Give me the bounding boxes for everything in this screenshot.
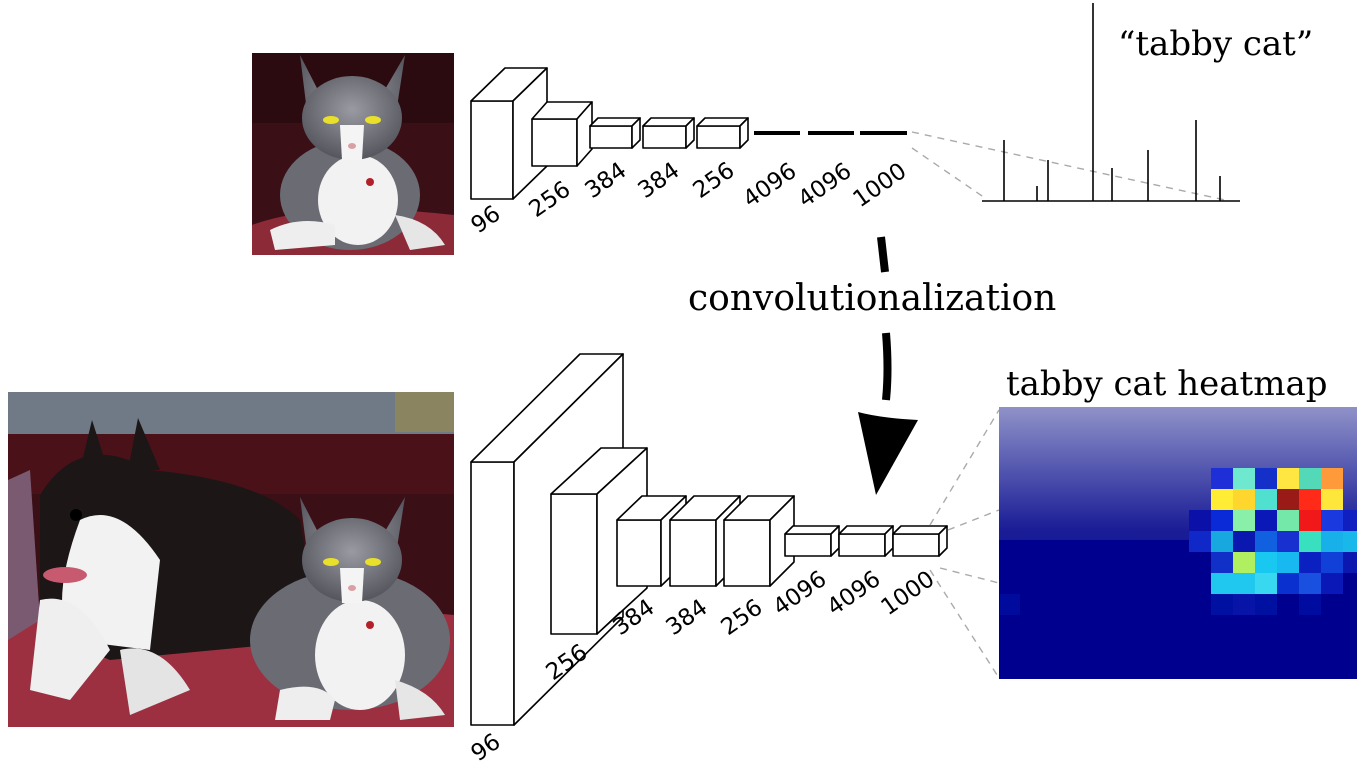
bottom-layer-label: 1000 <box>877 566 940 621</box>
bottom-layer-6-box <box>784 525 840 557</box>
tabby-cat-heatmap: tabby cat heatmap <box>999 364 1357 679</box>
top-layer-label: 384 <box>634 157 685 203</box>
top-layer-4-box <box>642 117 695 149</box>
convolutionalization-label: convolutionalization <box>688 278 1056 319</box>
top-network: 96 256 384 384 256 4096 4096 1000 <box>467 67 1226 239</box>
top-layer-label: 384 <box>581 157 632 203</box>
bottom-network: 96 256 384 384 256 4096 4096 1000 <box>467 353 1000 767</box>
heatmap-cells <box>1000 468 1357 615</box>
top-layer-label: 256 <box>689 157 740 203</box>
bottom-layer-label: 96 <box>467 729 506 767</box>
bottom-dog-cat-photo <box>8 392 454 727</box>
top-layer-2-box <box>531 101 593 167</box>
top-layer-label: 4096 <box>794 158 857 213</box>
bottom-layer-label: 384 <box>662 594 713 640</box>
bottom-layer-label: 256 <box>717 594 768 640</box>
class-score-stem-plot: “tabby cat” <box>982 3 1313 202</box>
bottom-layer-label: 4096 <box>823 566 886 621</box>
top-layer-label: 256 <box>525 176 576 222</box>
bottom-layer-7-box <box>838 525 894 557</box>
top-layer-3-box <box>589 117 641 149</box>
bottom-layer-8-box <box>892 525 948 557</box>
top-layer-label: 4096 <box>739 158 802 213</box>
prediction-label: “tabby cat” <box>1118 24 1313 64</box>
bottom-layer-5-box <box>723 495 795 587</box>
top-cat-photo <box>252 53 454 255</box>
top-layer-5-box <box>696 117 749 149</box>
convolutionalization-arrow: convolutionalization <box>688 236 1056 495</box>
top-output-connector <box>911 131 1226 201</box>
heatmap-connector <box>947 509 1000 531</box>
top-layer-1-box <box>470 67 548 200</box>
top-output-connector <box>911 147 986 199</box>
heatmap-connector <box>929 409 1000 526</box>
top-layer-label: 96 <box>467 201 506 239</box>
heatmap-connector <box>929 569 1000 679</box>
heatmap-connector <box>939 567 1000 584</box>
top-layer-label: 1000 <box>849 158 912 213</box>
heatmap-title: tabby cat heatmap <box>1006 364 1328 404</box>
